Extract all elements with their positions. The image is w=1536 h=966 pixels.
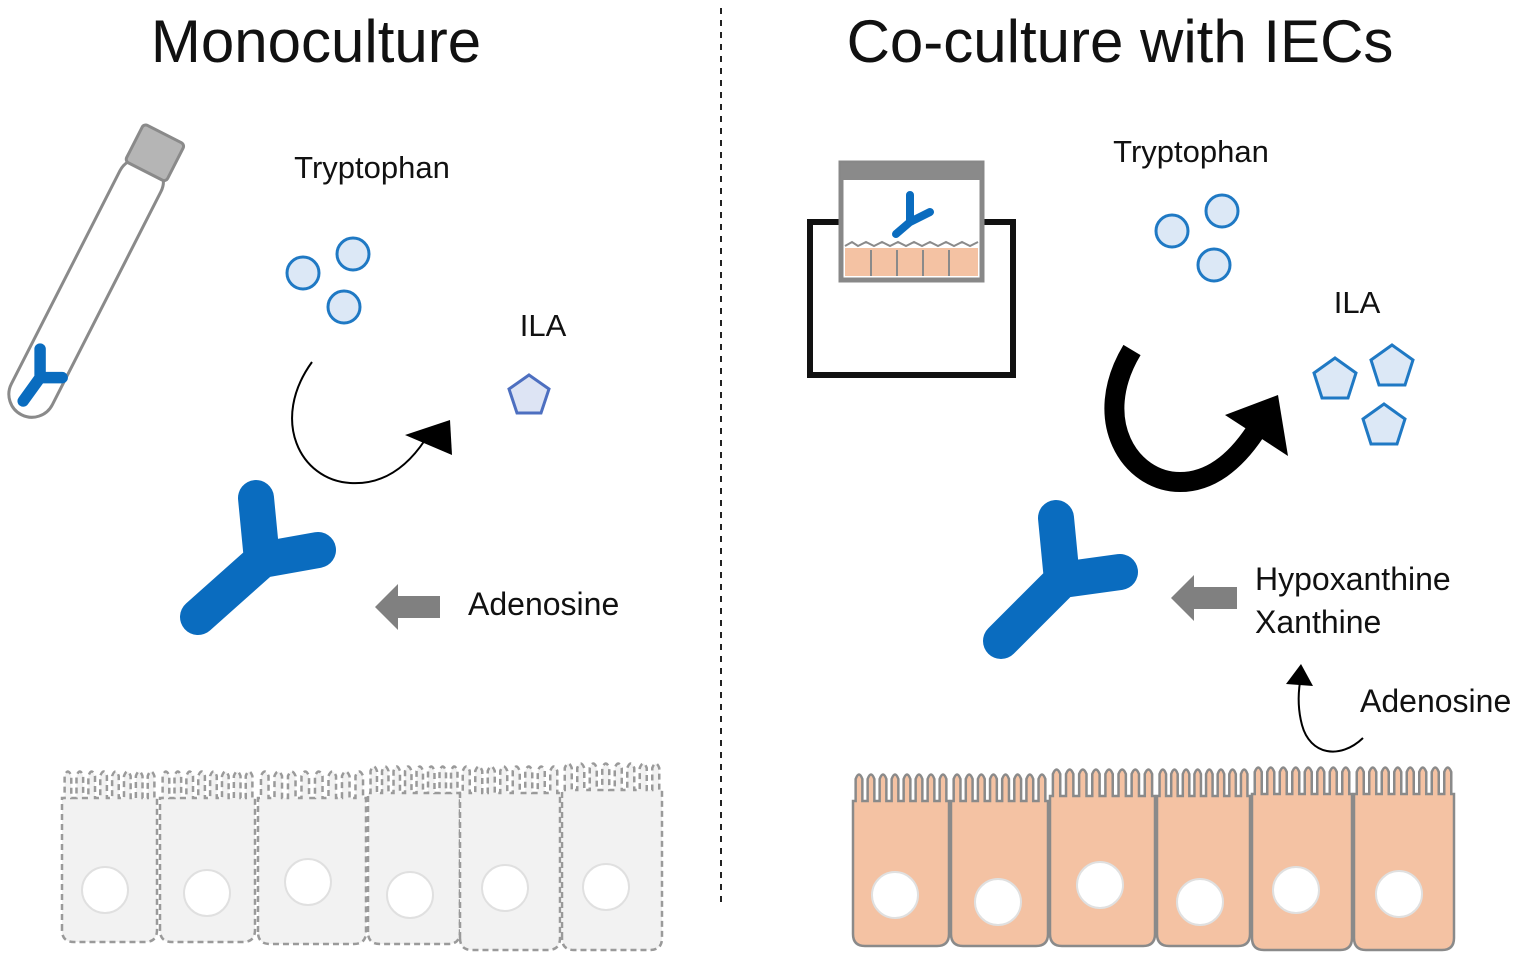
cell-nucleus: [481, 864, 529, 912]
tryptophan-label-coculture: Tryptophan: [1113, 134, 1269, 169]
hypoxanthine-label: Hypoxanthine: [1255, 561, 1451, 597]
intestinal-epithelial-cell: [851, 773, 951, 948]
intestinal-epithelial-cell: [1250, 766, 1354, 952]
pentagon-molecule-icon: [507, 373, 551, 415]
input-arrow-coculture: [1171, 575, 1237, 621]
culture-tube-icon: [7, 123, 186, 419]
conversion-arrow-mono: [291, 361, 452, 485]
absent-epithelial-cell: [458, 765, 562, 952]
iec-layer: [851, 766, 1456, 952]
transwell-insert-icon: [807, 160, 1016, 378]
tryptophan-molecules-mono: [285, 236, 371, 325]
circle-molecule-icon: [1204, 193, 1240, 229]
adenosine-label-coculture: Adenosine: [1360, 683, 1511, 719]
ila-label-coculture: ILA: [1334, 285, 1381, 320]
y-shaped-bacterium-icon: [180, 480, 336, 635]
xanthine-label: Xanthine: [1255, 604, 1381, 640]
conversion-arrow-coculture: [1104, 344, 1288, 493]
cell-nucleus: [582, 863, 630, 911]
cell-nucleus: [81, 866, 129, 914]
panel-title-coculture: Co-culture with IECs: [847, 8, 1394, 75]
cell-nucleus: [974, 878, 1022, 926]
circle-molecule-icon: [285, 255, 321, 291]
adenosine-conversion-arrow: [1286, 664, 1364, 753]
intestinal-epithelial-cell: [1352, 766, 1456, 952]
ila-label-mono: ILA: [520, 308, 567, 343]
cell-nucleus: [1076, 861, 1124, 909]
adenosine-label-mono: Adenosine: [468, 586, 619, 622]
pentagon-molecule-icon: [1312, 356, 1358, 400]
cell-nucleus: [1272, 866, 1320, 914]
tryptophan-molecules-coculture: [1154, 193, 1240, 283]
absent-epithelial-cell: [158, 770, 257, 944]
tryptophan-label-mono: Tryptophan: [294, 150, 450, 185]
absent-iec-layer: [60, 762, 664, 952]
pentagon-molecule-icon: [1369, 343, 1415, 387]
pentagon-molecule-icon: [1361, 402, 1407, 446]
cell-nucleus: [871, 871, 919, 919]
absent-epithelial-cell: [560, 762, 664, 952]
cell-nucleus: [386, 871, 434, 919]
y-shaped-bacterium-icon: [983, 500, 1138, 659]
input-arrow-mono: [375, 584, 440, 630]
absent-epithelial-cell: [60, 770, 159, 944]
circle-molecule-icon: [1196, 247, 1232, 283]
circle-molecule-icon: [1154, 213, 1190, 249]
panel-title-monoculture: Monoculture: [151, 8, 481, 75]
absent-epithelial-cell: [256, 770, 368, 946]
cell-nucleus: [1176, 878, 1224, 926]
cell-nucleus: [1375, 870, 1423, 918]
intestinal-epithelial-cell: [1048, 768, 1157, 948]
circle-molecule-icon: [326, 289, 362, 325]
circle-molecule-icon: [335, 236, 371, 272]
ila-molecules-coculture: [1312, 343, 1415, 446]
cell-nucleus: [284, 858, 332, 906]
cell-nucleus: [183, 869, 231, 917]
